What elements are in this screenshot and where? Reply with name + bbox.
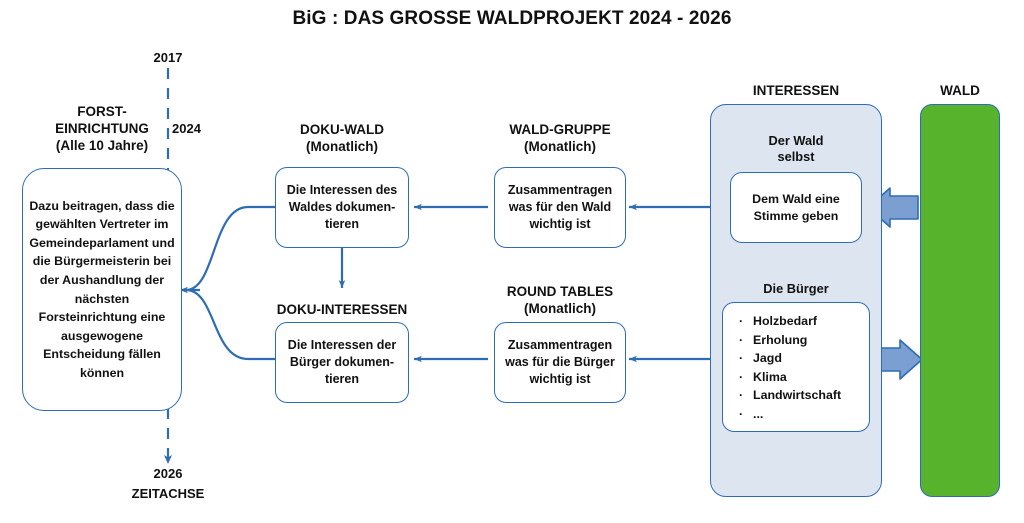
list-item: · Landwirtschaft — [739, 386, 869, 405]
die-buerger-list: · Holzbedarf · Erholung · Jagd · Klima · Land… — [739, 312, 869, 424]
die-buerger-box[interactable]: · Holzbedarf · Erholung · Jagd · Klima · Land… — [722, 302, 870, 432]
bullet-glyph: · — [739, 369, 744, 384]
interessen-caption: INTERESSEN — [710, 82, 882, 99]
wald-gruppe-caption-line2: (Monatlich) — [524, 139, 596, 154]
list-item-label: Holzbedarf — [753, 314, 818, 328]
interessen-caption-text: INTERESSEN — [752, 83, 840, 98]
bullet-glyph: · — [739, 388, 744, 403]
list-item: · Holzbedarf — [739, 312, 869, 331]
der-wald-selbst-title: Der Wald selbst — [710, 133, 882, 165]
wald-gruppe-box[interactable]: Zusammentragen was für den Wald wichtig … — [494, 167, 626, 248]
dem-wald-eine-stimme-box[interactable]: Dem Wald eine Stimme geben — [730, 172, 862, 243]
dem-wald-eine-stimme-text: Dem Wald eine Stimme geben — [752, 191, 840, 223]
round-tables-caption-line1: ROUND TABLES — [506, 284, 614, 299]
list-item-label: Erholung — [753, 332, 808, 347]
round-tables-caption-line2: (Monatlich) — [524, 301, 596, 316]
round-tables-box-text: Zusammentragen was für die Bürger wichti… — [505, 338, 615, 386]
wald-gruppe-box-text: Zusammentragen was für den Wald wichtig … — [507, 183, 613, 231]
list-item: ·... — [739, 405, 869, 424]
doku-wald-box[interactable]: Die Interessen des Waldes dokumen-tieren — [275, 167, 409, 248]
wald-gruppe-caption-line1: WALD-GRUPPE — [509, 122, 611, 137]
page-title: BiG : DAS GROSSE WALDPROJEKT 2024 - 2026 — [292, 8, 732, 29]
list-item-label: ... — [753, 406, 764, 421]
list-item: · Jagd — [739, 349, 869, 368]
doku-wald-box-text: Die Interessen des Waldes dokumen-tieren — [286, 183, 398, 231]
forst-caption: FORST- EINRICHTUNG (Alle 10 Jahre) — [22, 103, 182, 154]
list-item: · Klima — [739, 368, 869, 387]
doku-interessen-box[interactable]: Die Interessen der Bürger dokumen-tieren — [275, 322, 409, 403]
forst-caption-line2: EINRICHTUNG — [55, 121, 149, 136]
round-tables-box[interactable]: Zusammentragen was für die Bürger wichti… — [494, 322, 626, 403]
die-buerger-title: Die Bürger — [710, 281, 882, 297]
die-buerger-title-text: Die Bürger — [763, 281, 829, 296]
list-item: · Erholung — [739, 331, 869, 350]
doku-interessen-caption: DOKU-INTERESSEN — [257, 301, 427, 318]
wald-caption-text: WALD — [940, 83, 980, 98]
der-wald-selbst-line2: selbst — [777, 149, 815, 164]
timeline-year-mid: 2024 — [172, 121, 201, 136]
bullet-glyph: · — [739, 406, 744, 421]
list-item-label: Jagd — [753, 351, 782, 366]
doku-wald-caption: DOKU-WALD (Monatlich) — [262, 121, 422, 155]
list-item-label: Klima — [753, 369, 787, 384]
doku-wald-caption-line2: (Monatlich) — [306, 139, 378, 154]
round-tables-caption: ROUND TABLES (Monatlich) — [482, 283, 638, 317]
timeline-year-bottom: 2026 — [153, 466, 183, 481]
forst-box-text: Dazu beitragen, dass die gewählten Vertr… — [29, 198, 175, 380]
forst-einrichtung-box[interactable]: Dazu beitragen, dass die gewählten Vertr… — [22, 168, 182, 411]
wald-gruppe-caption: WALD-GRUPPE (Monatlich) — [482, 121, 638, 155]
bullet-glyph: · — [739, 314, 744, 328]
forst-caption-line1: FORST- — [77, 104, 127, 119]
doku-interessen-caption-line1: DOKU-INTERESSEN — [276, 302, 408, 317]
connector-dokuwald-to-forst — [185, 205, 276, 292]
timeline-year-top: 2017 — [153, 50, 183, 65]
wald-caption: WALD — [920, 82, 1000, 99]
bullet-glyph: · — [739, 332, 744, 347]
der-wald-selbst-line1: Der Wald — [768, 133, 824, 148]
doku-wald-caption-line1: DOKU-WALD — [300, 122, 384, 137]
list-item-label: Landwirtschaft — [753, 388, 842, 403]
doku-interessen-box-text: Die Interessen der Bürger dokumen-tieren — [287, 338, 397, 386]
bullet-glyph: · — [739, 351, 744, 366]
forst-caption-line3: (Alle 10 Jahre) — [55, 138, 149, 153]
timeline-axis-label: ZEITACHSE — [131, 486, 205, 501]
wald-panel[interactable] — [920, 104, 1000, 497]
